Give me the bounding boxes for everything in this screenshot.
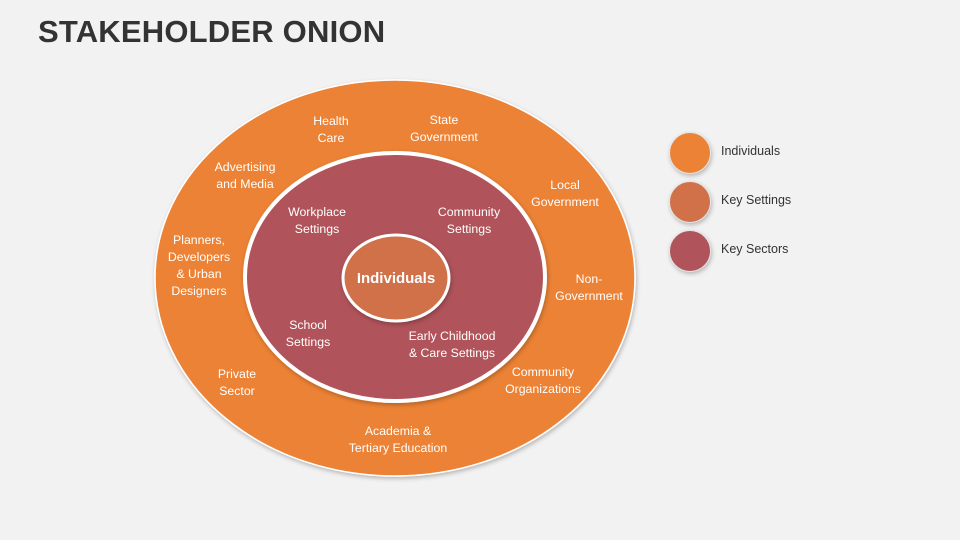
circle-icon xyxy=(669,132,711,174)
legend-item-key-sectors: Key Sectors xyxy=(669,230,869,272)
key-setting-label-line: Settings xyxy=(286,335,330,349)
key-setting-label-line: Early Childhood xyxy=(409,329,496,343)
legend-label: Individuals xyxy=(721,144,781,158)
key-sector-label-line: Advertising xyxy=(215,160,276,174)
key-sector-label: Non- Government xyxy=(555,272,623,303)
key-sector-label-line: Academia & xyxy=(365,424,432,438)
circle-icon xyxy=(669,230,711,272)
key-sector-label-line: Planners, xyxy=(173,233,225,247)
key-sector-label-line: Organizations xyxy=(505,382,581,396)
legend-item-individuals: Individuals xyxy=(669,132,869,174)
key-sector-label-line: and Media xyxy=(216,177,274,191)
key-setting-label-line: & Care Settings xyxy=(409,346,495,360)
key-sector-label-line: Sector xyxy=(219,384,255,398)
key-sector-label-line: State xyxy=(430,113,459,127)
key-sector-label-line: Private xyxy=(218,367,256,381)
key-sector-label-line: & Urban xyxy=(176,267,221,281)
key-sector-label-line: Local xyxy=(550,178,579,192)
key-sector-label-line: Care xyxy=(318,131,345,145)
page-title: STAKEHOLDER ONION xyxy=(38,14,386,49)
legend-label: Key Sectors xyxy=(721,242,789,256)
key-sector-label-line: Government xyxy=(555,289,623,303)
key-sector-label: Advertising and Media xyxy=(215,160,276,191)
center-circle xyxy=(341,233,451,323)
key-sector-label-line: Tertiary Education xyxy=(349,441,448,455)
legend-label: Key Settings xyxy=(721,193,792,207)
key-sector-label-line: Community xyxy=(512,365,575,379)
key-sector-label-line: Designers xyxy=(171,284,226,298)
key-sector-label-line: Non- xyxy=(576,272,603,286)
key-setting-label-line: Settings xyxy=(447,222,491,236)
key-setting-label: Early Childhood & Care Settings xyxy=(409,329,496,360)
key-setting-label-line: Community xyxy=(438,205,501,219)
key-setting-label-line: Settings xyxy=(295,222,339,236)
key-sector-label-line: Government xyxy=(531,195,599,209)
legend-item-key-settings: Key Settings xyxy=(669,181,869,223)
key-setting-label-line: Workplace xyxy=(288,205,346,219)
center-label: Individuals xyxy=(357,270,435,287)
key-sector-label-line: Health xyxy=(313,114,349,128)
key-setting-label-line: School xyxy=(289,318,327,332)
circle-icon xyxy=(669,181,711,223)
key-sector-label-line: Developers xyxy=(168,250,230,264)
key-sector-label: Academia & Tertiary Education xyxy=(349,424,448,455)
key-sector-label-line: Government xyxy=(410,130,478,144)
